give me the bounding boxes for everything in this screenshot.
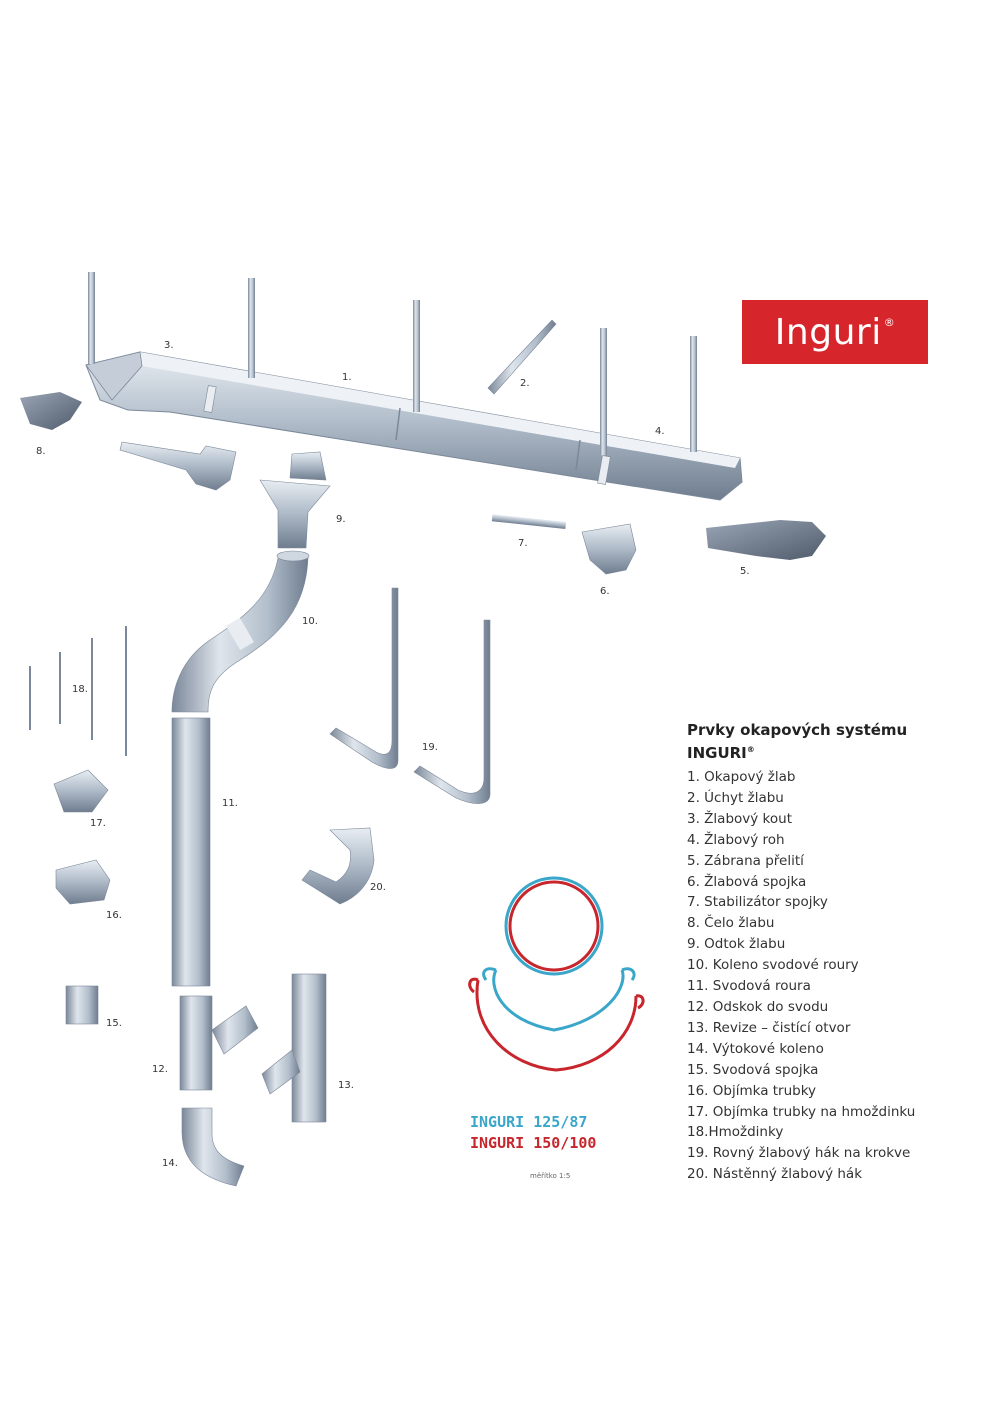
branch-part	[179, 995, 259, 1091]
gutter-joint-part-6	[581, 523, 637, 575]
legend-item: 7. Stabilizátor spojky	[687, 894, 828, 911]
profile-caption: INGURI 125/87 INGURI 150/100	[470, 1112, 670, 1154]
label-13: 13.	[338, 1080, 354, 1091]
legend-item: 12. Odskok do svodu	[687, 998, 829, 1015]
label-17: 17.	[90, 818, 106, 829]
legend-item: 8. Čelo žlabu	[687, 915, 775, 932]
dowels-part	[29, 626, 127, 756]
legend-item: 10. Koleno svodové roury	[687, 957, 859, 974]
label-9: 9.	[336, 514, 346, 525]
label-2: 2.	[520, 378, 530, 389]
legend-item: 20. Nástěnný žlabový hák	[687, 1166, 863, 1183]
label-14: 14.	[162, 1158, 178, 1169]
label-1: 1.	[342, 372, 352, 383]
pipe-connector-part	[65, 985, 99, 1025]
legend-item: 1. Okapový žlab	[687, 769, 796, 785]
label-15: 15.	[106, 1018, 122, 1029]
label-20: 20.	[370, 882, 386, 893]
wall-hook-part	[301, 827, 375, 905]
legend-item: 2. Úchyt žlabu	[687, 789, 784, 806]
gutter-profile-drawing	[468, 876, 645, 1072]
label-8: 8.	[36, 446, 46, 457]
label-12: 12.	[152, 1064, 168, 1075]
legend-item: 19. Rovný žlabový hák na krokve	[687, 1145, 911, 1162]
profile-scale: měřítko 1:5	[530, 1172, 571, 1180]
outlet-elbow-part	[181, 1107, 245, 1187]
legend-item: 18.Hmoždinky	[687, 1124, 784, 1141]
gutter-assembly	[85, 272, 743, 501]
legend-item: 6. Žlabová spojka	[687, 873, 807, 890]
gutter-hook-part	[487, 319, 557, 395]
legend-item: 17. Objímka trubky na hmoždinku	[687, 1103, 916, 1120]
legend-item: 4. Žlabový roh	[687, 831, 785, 848]
legend-item: 16. Objímka trubky	[687, 1082, 817, 1099]
legend-title-line2-wrap: INGURI®	[687, 740, 987, 763]
legend-item: 14. Výtokové koleno	[687, 1040, 824, 1057]
logo-registered-mark: ®	[883, 315, 896, 329]
legend-item: 15. Svodová spojka	[687, 1061, 819, 1078]
legend-item: 9. Odtok žlabu	[687, 936, 786, 953]
outlet-part	[259, 451, 331, 549]
label-16: 16.	[106, 910, 122, 921]
legend-item: 13. Revize – čistící otvor	[687, 1019, 851, 1036]
parts-legend: Prvky okapových systému INGURI® 1. Okapo…	[687, 720, 987, 1185]
gutter-joint-part	[119, 441, 237, 491]
end-cap-part	[20, 392, 82, 430]
label-6: 6.	[600, 586, 610, 597]
legend-item: 3. Žlabový kout	[687, 810, 792, 827]
profile-label-150: INGURI 150/100	[470, 1134, 597, 1152]
part-number-labels: 1. 2. 3. 4. 5. 6. 7. 8. 9. 10. 11. 12. 1…	[36, 340, 750, 1169]
pipe-clamp-dowel-part-17	[53, 769, 109, 813]
stabilizer-part	[491, 514, 567, 529]
label-19: 19.	[422, 742, 438, 753]
rafter-hook-part-b	[413, 619, 491, 804]
profile-label-125: INGURI 125/87	[470, 1113, 588, 1131]
label-10: 10.	[302, 616, 318, 627]
overflow-barrier-part	[706, 520, 826, 560]
legend-title-line1: Prvky okapových systému	[687, 721, 908, 739]
label-5: 5.	[740, 566, 750, 577]
label-11: 11.	[222, 798, 238, 809]
downpipe-assembly	[171, 550, 310, 987]
label-7: 7.	[518, 538, 528, 549]
label-18: 18.	[72, 684, 88, 695]
rafter-hook-part-a	[329, 587, 399, 769]
legend-item: 5. Zábrana přelití	[687, 852, 804, 869]
legend-title-mark: ®	[746, 745, 755, 754]
inspection-part	[261, 973, 327, 1123]
inguri-logo: Inguri®	[742, 300, 928, 364]
label-3: 3.	[164, 340, 174, 351]
pipe-clamp-part-16	[55, 859, 111, 905]
logo-text: Inguri	[774, 311, 882, 353]
legend-title-line2: INGURI	[687, 744, 747, 762]
legend-item: 11. Svodová roura	[687, 978, 811, 995]
label-4: 4.	[655, 426, 665, 437]
legend-list: 1. Okapový žlab 2. Úchyt žlabu 3. Žlabov…	[687, 767, 987, 1185]
